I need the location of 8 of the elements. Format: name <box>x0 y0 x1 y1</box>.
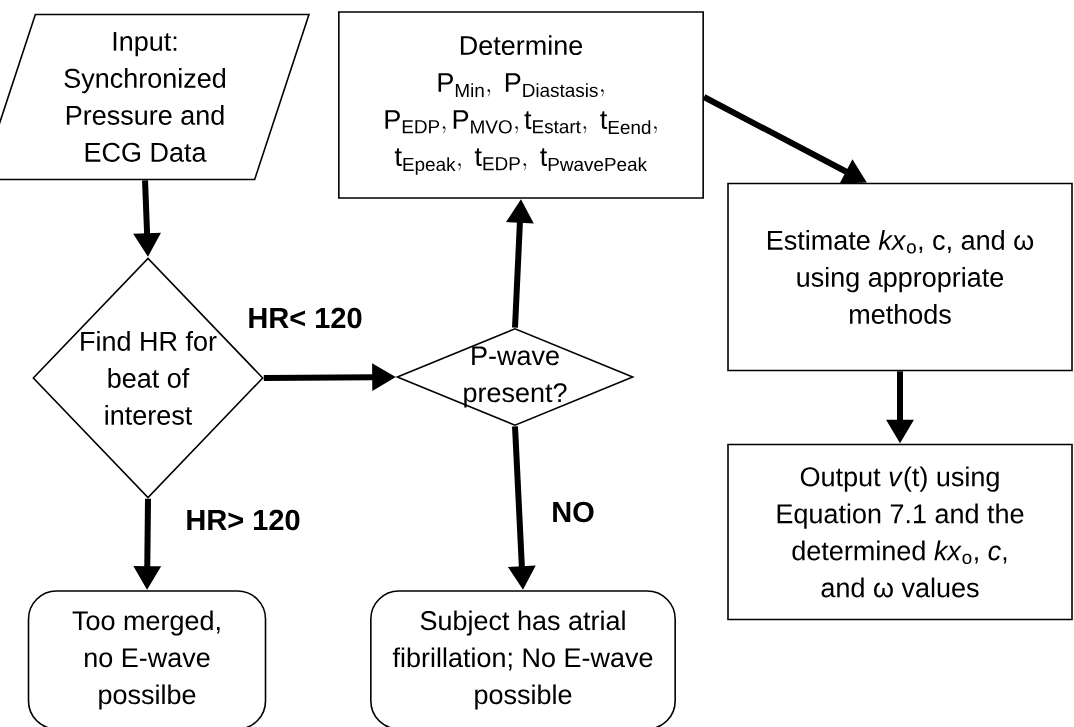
edge-label: NO <box>549 499 597 525</box>
terminal-box: Subject has atrial fibrillation; No E-wave possible <box>370 590 676 727</box>
terminal-box: Too merged, no E-wave possilbe <box>27 590 267 727</box>
process-box: Estimate kx$_{o}$, c, and ω using appropriate methods <box>727 182 1073 372</box>
process-box: Determine $\mathrm{P_{Min},\ P_{Diastasis},}$ $\mathrm{P_{EDP},P_{MVO},t_{Estart},\ t_{Eend},}$ $\mathrm{t_{Epeak},\ t_{EDP},\ t_{PwavePeak}}$ <box>338 11 704 199</box>
process-box: Output v(t) using Equation 7.1 and the determined kx$_{o}$, c, and ω values <box>727 443 1073 621</box>
edge-label: HR> 120 <box>183 507 303 533</box>
input-parallelogram: Input: Synchronized Pressure and ECG Data <box>0 13 311 181</box>
